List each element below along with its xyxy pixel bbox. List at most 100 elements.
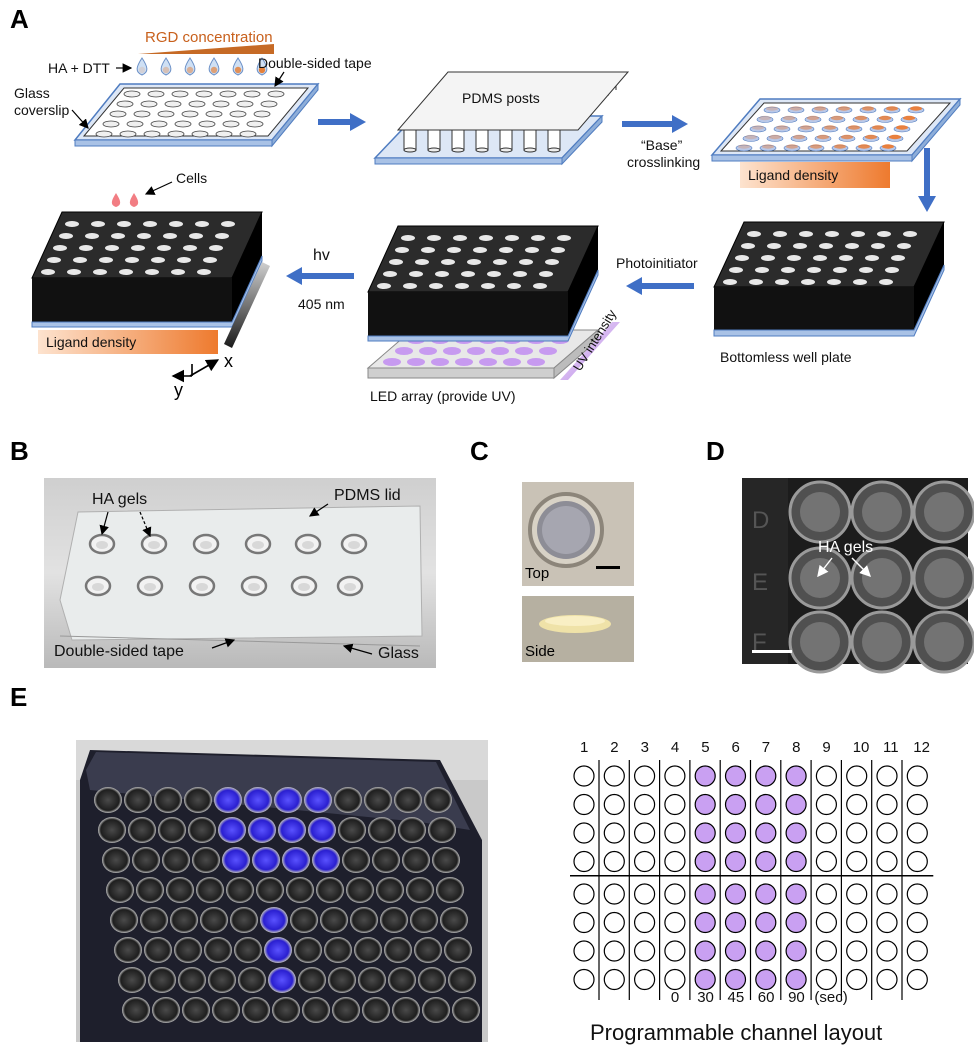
- well-hole: [389, 259, 403, 265]
- pdms-post-base: [523, 147, 537, 153]
- gel: [745, 134, 757, 140]
- channel-off: [876, 850, 898, 873]
- grid-column-label: 2: [610, 739, 618, 756]
- photo-b: [44, 478, 436, 668]
- channel-off: [906, 968, 928, 991]
- e-well: [102, 847, 130, 873]
- gel: [896, 125, 908, 130]
- e-well: [234, 937, 262, 963]
- well-hole: [415, 259, 429, 265]
- channel-on: [755, 822, 777, 844]
- pdms-post: [427, 127, 441, 151]
- well-hole: [505, 235, 519, 241]
- channel-on: [724, 940, 747, 962]
- well-hole: [171, 269, 185, 275]
- b-well-inner: [96, 541, 108, 549]
- well-hole: [735, 255, 749, 261]
- well-hole: [137, 233, 151, 239]
- well-hole: [102, 120, 120, 128]
- channel-off: [664, 822, 686, 844]
- e-well-lit: [274, 787, 302, 813]
- led-spot: [383, 358, 401, 366]
- well-hole: [95, 130, 113, 138]
- well-hole: [421, 247, 435, 253]
- panel-letter-a: A: [10, 4, 29, 34]
- gel: [872, 125, 884, 130]
- gel-base: [790, 135, 808, 142]
- well-hole: [203, 257, 217, 263]
- well-hole: [479, 235, 493, 241]
- well-hole: [891, 255, 905, 261]
- well-hole: [236, 100, 254, 108]
- well-hole: [461, 271, 475, 277]
- process-arrow-1: [318, 113, 366, 131]
- wavelength-label: 405 nm: [298, 296, 345, 312]
- channel-on: [785, 850, 807, 873]
- channel-off: [633, 883, 656, 905]
- e-well: [338, 817, 366, 843]
- e-well-lit: [282, 847, 310, 873]
- e-well: [376, 877, 404, 903]
- well-hole: [781, 267, 795, 273]
- grid-column-label: 11: [883, 739, 899, 756]
- gel: [865, 134, 877, 140]
- e-well: [208, 967, 236, 993]
- well-hole: [741, 243, 755, 249]
- time-label: 60: [758, 989, 775, 1006]
- e-well: [230, 907, 258, 933]
- channel-on: [755, 850, 777, 873]
- e-well: [342, 847, 370, 873]
- gel: [783, 115, 795, 121]
- e-well: [358, 967, 386, 993]
- e-well: [350, 907, 378, 933]
- led-spot: [455, 358, 473, 366]
- well-hole: [409, 271, 423, 277]
- e-well: [272, 997, 300, 1023]
- channel-off: [906, 765, 928, 787]
- channel-off: [846, 883, 868, 905]
- gel-base: [797, 125, 815, 133]
- e-well: [410, 907, 438, 933]
- channel-off: [633, 968, 656, 991]
- ligand-density-bar-bottom: [38, 330, 218, 354]
- d-well-inner: [924, 622, 964, 662]
- process-arrow-2: [622, 115, 688, 133]
- gel: [855, 115, 867, 121]
- channel-off: [876, 911, 898, 934]
- process-arrow-5: [286, 267, 354, 285]
- b-well-inner: [92, 583, 104, 591]
- channel-off: [846, 822, 868, 844]
- process-arrow-3: [918, 148, 936, 212]
- channel-off: [664, 765, 686, 787]
- e-well: [428, 817, 456, 843]
- e-well: [188, 817, 216, 843]
- channel-on: [724, 911, 747, 934]
- gel: [810, 144, 822, 149]
- well-hole: [119, 269, 133, 275]
- photo-d: [742, 478, 974, 674]
- well-hole: [723, 279, 737, 285]
- gel: [834, 144, 846, 149]
- well-hole: [253, 110, 271, 118]
- b-double-sided-tape-label: Double-sided tape: [54, 643, 184, 660]
- well-hole: [383, 271, 397, 277]
- gel: [752, 125, 764, 130]
- well-hole: [539, 271, 553, 277]
- well-hole: [85, 233, 99, 239]
- channel-off: [664, 940, 686, 962]
- pdms-post: [475, 127, 489, 151]
- well-hole: [181, 110, 199, 118]
- process-arrow-4: [626, 277, 694, 295]
- b-pdms-lid-arrow: [309, 503, 329, 517]
- glass-coverslip-arrow: [71, 109, 89, 129]
- d-row-f-label: F: [752, 629, 767, 656]
- b-glass-label: Glass: [378, 645, 419, 662]
- time-unit-label: (sec): [814, 989, 847, 1006]
- well-hole: [879, 279, 893, 285]
- channel-on: [755, 883, 777, 905]
- channel-off: [633, 793, 656, 816]
- channel-off: [633, 822, 656, 844]
- channel-on: [785, 793, 807, 816]
- gel: [848, 125, 860, 130]
- e-well: [242, 997, 270, 1023]
